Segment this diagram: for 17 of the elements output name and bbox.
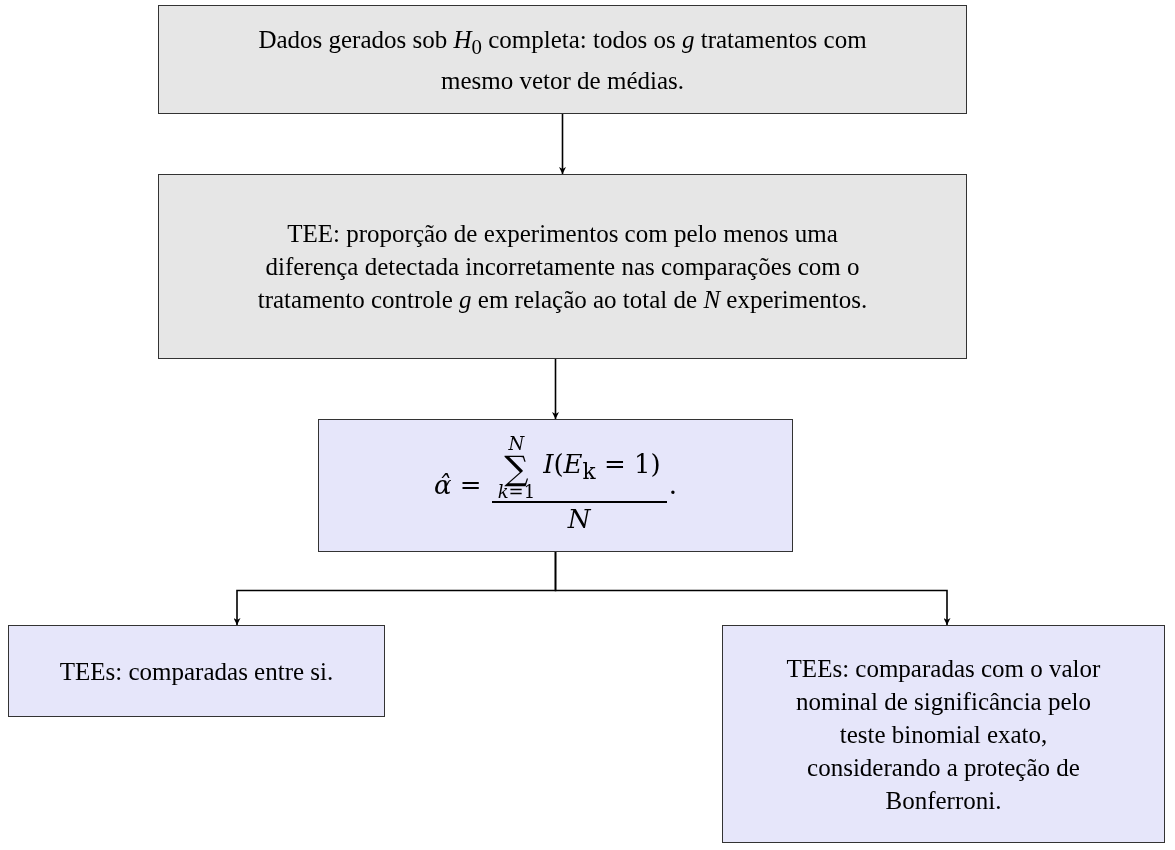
- math-text: N: [567, 502, 591, 536]
- node-text: TEE: proporção de experimentos com pelo menos uma diferença detectada incorretamente nas comparações com o tratamento controle g em relação ao total de N experimentos.: [256, 219, 869, 315]
- math-text: .: [668, 469, 677, 502]
- process-box: [158, 5, 967, 114]
- formula-box: [318, 419, 793, 552]
- arrow: [554, 551, 951, 626]
- node-text: TEEs: comparadas com o valor nominal de significância pelo teste binomial exato, considerando a proteção de Bonferroni.: [785, 653, 1102, 816]
- process-box: [722, 625, 1165, 843]
- node-text: TEEs: comparadas entre si.: [59, 656, 334, 687]
- math-text: α̂ =: [434, 469, 482, 502]
- arrow: [552, 358, 559, 420]
- math-text: N: [508, 435, 525, 454]
- arrow: [559, 113, 566, 175]
- math-text: I(E$_{k}$ = 1): [543, 448, 661, 487]
- process-box: [158, 174, 967, 359]
- node-text: Dados gerados sob H$_{0}$ completa: todos os g tratamentos com mesmo vetor de médias.: [257, 24, 868, 96]
- process-box: [8, 625, 385, 717]
